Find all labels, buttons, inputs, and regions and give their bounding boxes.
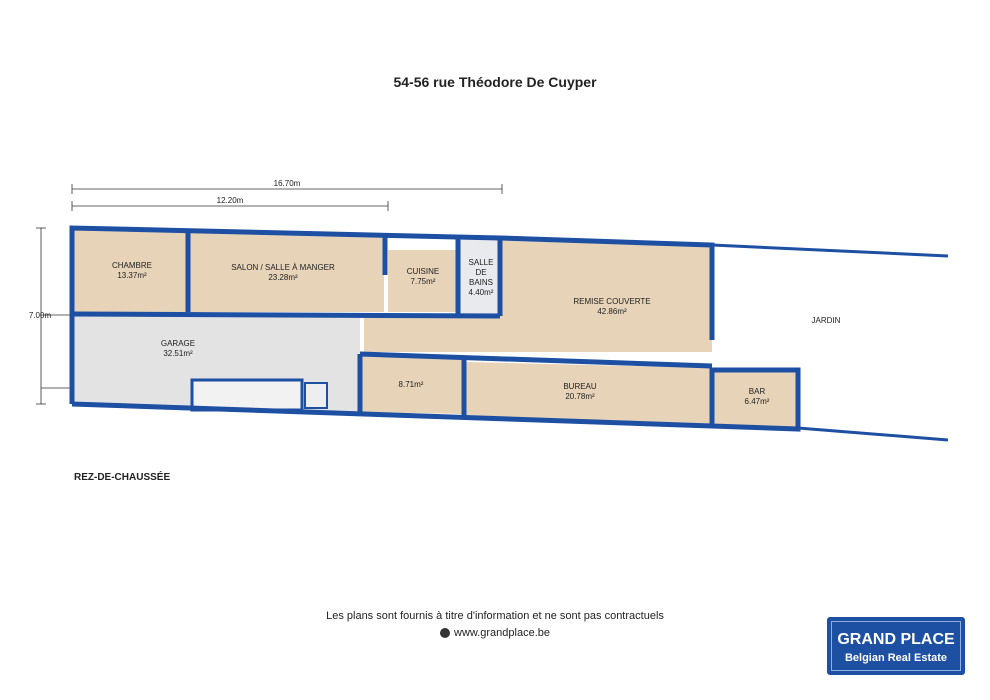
room-name-jardin: JARDIN — [812, 316, 841, 325]
room-area-cuisine: 7.75m² — [411, 277, 436, 286]
dimension-lines — [36, 184, 503, 405]
room-name-chambre: CHAMBRE — [112, 261, 152, 270]
room-name-bar: BAR — [749, 387, 766, 396]
room-area-sdb: 4.40m² — [469, 288, 494, 297]
garden-boundary — [711, 243, 949, 442]
walls — [69, 225, 801, 432]
wc — [304, 382, 328, 409]
website-link[interactable]: www.grandplace.be — [454, 627, 551, 639]
disclaimer: Les plans sont fournis à titre d'informa… — [326, 610, 664, 622]
room-name-remise: REMISE COUVERTE — [573, 297, 650, 306]
room-name-garage: GARAGE — [161, 339, 195, 348]
room-area-small: 8.71m² — [399, 380, 424, 389]
room-area-chambre: 13.37m² — [117, 271, 147, 280]
logo-line2: Belgian Real Estate — [844, 652, 948, 664]
room-area-garage: 32.51m² — [163, 349, 193, 358]
bathroom-floor — [460, 238, 498, 314]
wood-floors — [74, 230, 798, 428]
dim-total-length: 16.70m — [274, 179, 301, 188]
grand-place-logo: GRAND PLACE Belgian Real Estate — [827, 617, 965, 675]
room-name-sdb-2: DE — [475, 268, 486, 277]
floor-label: REZ-DE-CHAUSSÉE — [74, 472, 171, 483]
room-name-salon: SALON / SALLE À MANGER — [231, 263, 335, 272]
room-name-cuisine: CUISINE — [407, 267, 439, 276]
room-name-bureau: BUREAU — [563, 382, 597, 391]
room-area-remise: 42.86m² — [597, 307, 627, 316]
plan-title: 54-56 rue Théodore De Cuyper — [393, 74, 597, 90]
room-area-bar: 6.47m² — [745, 397, 770, 406]
dim-partial-length: 12.20m — [217, 196, 244, 205]
room-name-sdb-1: SALLE — [469, 258, 494, 267]
logo-line1: GRAND PLACE — [837, 631, 955, 648]
room-area-salon: 23.28m² — [268, 273, 298, 282]
room-name-sdb-3: BAINS — [469, 278, 493, 287]
globe-icon — [440, 628, 450, 638]
staircase — [190, 378, 304, 412]
website[interactable]: www.grandplace.be — [440, 627, 550, 639]
dim-height: 7.00m — [29, 311, 52, 320]
room-area-bureau: 20.78m² — [565, 392, 595, 401]
